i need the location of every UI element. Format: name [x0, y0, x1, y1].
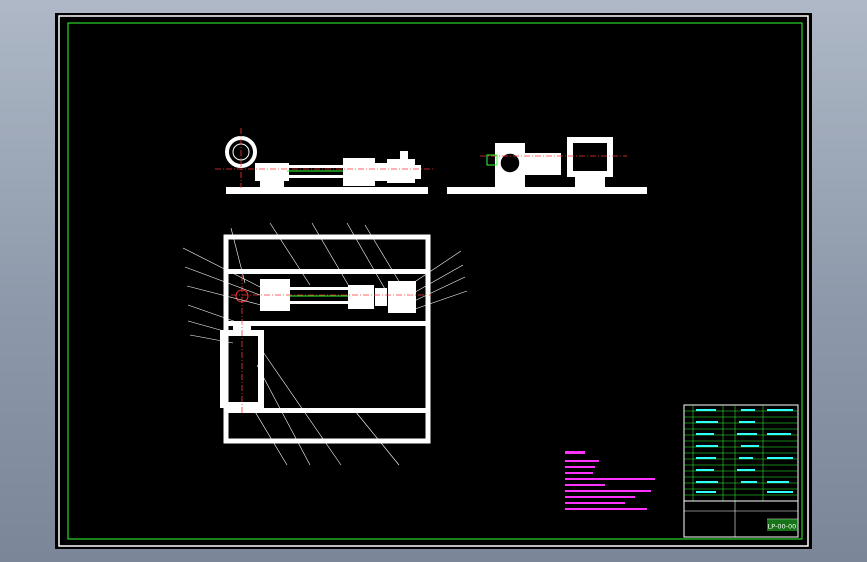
front-view [215, 128, 435, 194]
plan-view [182, 222, 468, 466]
front-view-baseplate [226, 187, 428, 194]
front-view-gearbox [255, 163, 289, 181]
outer-sheet-border [58, 15, 809, 547]
technical-notes [565, 451, 655, 510]
plan-view-crossbar-3 [228, 408, 426, 413]
parts-list-text [696, 409, 793, 493]
side-view-motor-foot [575, 177, 605, 187]
plan-view-rail-top [290, 287, 350, 290]
plan-view-carriage [348, 285, 374, 309]
plan-view-rail-bottom [290, 301, 350, 304]
side-view-flange [486, 154, 498, 166]
plan-view-coupling [375, 288, 387, 306]
cad-viewport[interactable]: LP-00-00 [55, 13, 812, 549]
drawing-number-cell [767, 519, 798, 531]
assembly-drawing: LP-00-00 [58, 15, 809, 547]
side-view-bearing-bore [499, 152, 521, 174]
plan-view-bearing-mark [235, 289, 249, 303]
side-view [447, 137, 647, 194]
front-view-rail-bottom [287, 175, 347, 178]
side-view-motor-window [573, 143, 607, 171]
front-view-end-nut [413, 165, 421, 179]
front-view-rail-top [287, 165, 347, 168]
front-view-carriage [343, 158, 375, 186]
front-view-end-cap [400, 151, 408, 159]
parts-list-rows [684, 405, 798, 501]
front-view-gearbox-foot [260, 179, 284, 187]
plan-view-crossbar-1 [228, 269, 426, 274]
front-view-coupling [375, 163, 387, 181]
side-view-baseplate [447, 187, 647, 194]
title-block: LP-00-00 [683, 404, 799, 538]
plan-view-end-block [388, 281, 416, 313]
plan-view-crossbar-2 [228, 321, 426, 326]
leader-lines [182, 222, 468, 466]
drawing-number: LP-00-00 [768, 523, 797, 531]
inner-frame-border [67, 22, 803, 540]
side-view-coupling [525, 153, 561, 175]
front-view-end-block [387, 159, 415, 183]
